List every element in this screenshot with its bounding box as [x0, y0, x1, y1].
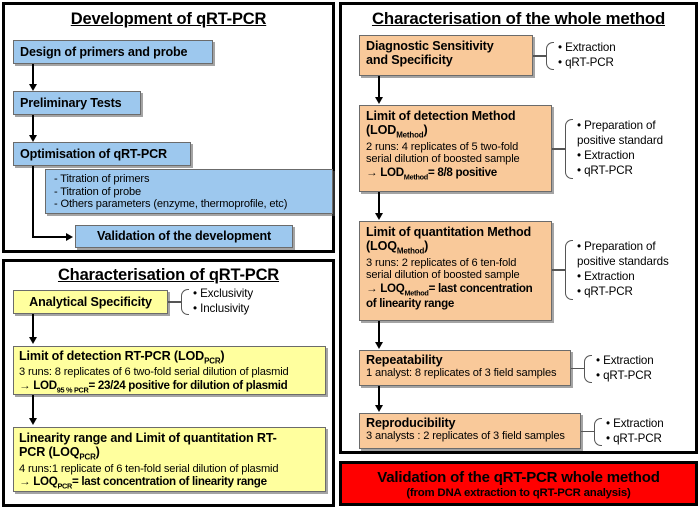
box-optimisation-parameters: - Titration of primers - Titration of pr… — [45, 169, 333, 214]
bracket-loq-method: • Preparation of positive standards • Ex… — [552, 227, 669, 313]
loq-pcr-heading-line1: Linearity range and Limit of quantitatio… — [19, 431, 277, 445]
list-reproducibility: • Extraction • qRT-PCR — [606, 416, 664, 445]
connector-lod-to-loq — [32, 395, 34, 421]
arrowhead-lod-method — [374, 97, 383, 104]
bracket-stem — [552, 269, 565, 271]
connector-specificity-to-lod — [32, 314, 34, 340]
arrowhead-optimisation — [28, 135, 37, 142]
lod-method-result: → LODMethod= 8/8 positive — [366, 165, 497, 182]
list-diagnostic: • Extraction • qRT-PCR — [558, 41, 616, 69]
connector-lodmethod-to-loqmethod — [378, 192, 380, 216]
lod-pcr-result: → LOD95 % PCR= 23/24 positive for diluti… — [19, 379, 288, 395]
connector-design-to-preliminary — [32, 64, 34, 87]
brace-icon — [584, 354, 592, 383]
panel-characterisation-qrtpcr: Characterisation of qRT-PCR Analytical S… — [2, 259, 335, 507]
box-analytical-specificity: Analytical Specificity — [13, 290, 168, 314]
bracket-stem — [168, 301, 181, 303]
bracket-reproducibility: • Extraction • qRT-PCR — [581, 415, 664, 448]
arrowhead-loq-method — [374, 213, 383, 220]
box-diagnostic-sensitivity-specificity: Diagnostic Sensitivity and Specificity — [359, 35, 533, 76]
connector-loqmethod-to-repeatability — [378, 321, 380, 345]
banner-validation-whole-method: Validation of the qRT-PCR whole method (… — [339, 461, 698, 506]
arrowhead-preliminary — [28, 84, 37, 91]
box-repeatability: Repeatability 1 analyst: 8 replicates of… — [359, 350, 571, 386]
connector-optimisation-right — [32, 236, 68, 238]
list-repeatability: • Extraction • qRT-PCR — [596, 353, 654, 382]
brace-icon — [565, 240, 573, 300]
connector-diagnostic-to-lodmethod — [378, 76, 380, 100]
bracket-stem — [581, 430, 594, 433]
lod-pcr-heading: Limit of detection RT-PCR (LODPCR) — [19, 349, 225, 366]
bracket-analytical-specificity: • Exclusivity • Inclusivity — [168, 287, 254, 315]
box-loq-pcr: Linearity range and Limit of quantitatio… — [13, 427, 326, 492]
box-reproducibility: Reproducibility 3 analysts : 2 replicate… — [359, 413, 581, 449]
panel-development-title: Development of qRT-PCR — [70, 10, 267, 28]
brace-icon — [181, 289, 189, 315]
brace-icon — [546, 42, 554, 70]
loq-pcr-heading-line2: PCR (LOQPCR) — [19, 445, 100, 462]
list-lod-method: • Preparation of positive standard • Ext… — [577, 119, 663, 177]
box-loq-method: Limit of quantitation Method (LOQMethod)… — [359, 221, 552, 321]
box-validation-development: Validation of the development — [75, 225, 293, 248]
box-design-primers-probe: Design of primers and probe — [13, 40, 213, 64]
arrowhead-reproducibility — [374, 405, 383, 412]
banner-line-1: Validation of the qRT-PCR whole method — [377, 468, 660, 486]
panel-characterisation-title: Characterisation of qRT-PCR — [57, 266, 280, 284]
arrowhead-validation — [66, 232, 73, 241]
list-loq-method: • Preparation of positive standards • Ex… — [577, 240, 669, 298]
bracket-stem — [552, 148, 565, 150]
arrowhead-lod-pcr — [28, 337, 37, 344]
panel-development: Development of qRT-PCR Design of primers… — [2, 2, 335, 253]
lod-method-heading-line2: (LODMethod) — [366, 123, 428, 140]
box-preliminary-tests: Preliminary Tests — [13, 91, 141, 115]
panel-whole-method: Characterisation of the whole method Dia… — [339, 2, 698, 454]
brace-icon — [594, 417, 602, 446]
bracket-stem — [571, 367, 584, 370]
bracket-stem — [533, 55, 546, 57]
loq-method-result-line1: → LOQMethod= last concentration — [366, 281, 533, 298]
lod-pcr-detail: 3 runs: 8 replicates of 6 two-fold seria… — [19, 366, 289, 379]
bracket-repeatability: • Extraction • qRT-PCR — [571, 352, 654, 385]
loq-method-result-line2: of linearity range — [366, 297, 455, 311]
arrowhead-loq-pcr — [28, 418, 37, 425]
box-lod-method: Limit of detection Method (LODMethod) 2 … — [359, 105, 552, 192]
list-analytical-specificity: • Exclusivity • Inclusivity — [193, 287, 254, 315]
banner-line-2: (from DNA extraction to qRT-PCR analysis… — [406, 486, 631, 499]
bracket-lod-method: • Preparation of positive standard • Ext… — [552, 110, 663, 188]
loq-method-heading-line2: (LOQMethod) — [366, 239, 429, 256]
brace-icon — [565, 119, 573, 179]
loq-pcr-detail: 4 runs:1 replicate of 6 ten-fold serial … — [19, 462, 279, 475]
connector-preliminary-to-optimisation — [32, 115, 34, 138]
panel-whole-method-title: Characterisation of the whole method — [371, 9, 666, 28]
loq-pcr-result: → LOQPCR= last concentration of linearit… — [19, 475, 267, 491]
box-optimisation-qrtpcr: Optimisation of qRT-PCR — [13, 142, 191, 166]
bracket-diagnostic: • Extraction • qRT-PCR — [533, 37, 616, 75]
connector-repeatability-to-reproducibility — [378, 386, 380, 408]
arrowhead-repeatability — [374, 342, 383, 349]
box-lod-pcr: Limit of detection RT-PCR (LODPCR) 3 run… — [13, 346, 326, 395]
connector-optimisation-down — [32, 166, 34, 238]
